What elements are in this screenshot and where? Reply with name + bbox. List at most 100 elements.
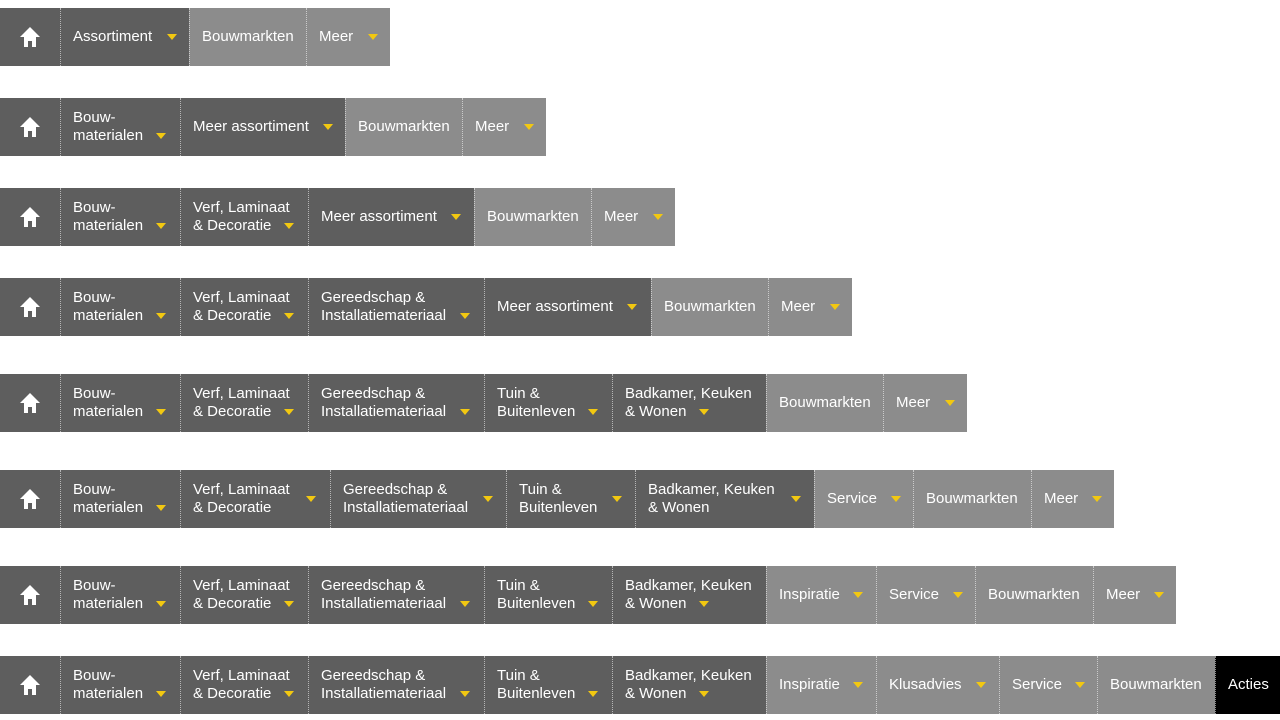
- nav-item-label: Tuin &Buitenleven: [485, 577, 575, 613]
- nav-item-service[interactable]: Service: [876, 566, 975, 624]
- nav-item-label: Verf, Laminaat& Decoratie: [181, 385, 290, 421]
- nav-item-verf-laminaat[interactable]: Verf, Laminaat& Decoratie: [180, 566, 308, 624]
- nav-item-bouwmarkten[interactable]: Bouwmarkten: [651, 278, 768, 336]
- nav-item-meer-assortiment[interactable]: Meer assortiment: [484, 278, 651, 336]
- label-line-2: & Decoratie: [193, 685, 272, 702]
- nav-item-verf-laminaat[interactable]: Verf, Laminaat& Decoratie: [180, 278, 308, 336]
- label-line-2: Buitenleven: [497, 403, 576, 420]
- chevron-down-icon: [483, 496, 493, 502]
- home-icon: [20, 393, 40, 413]
- nav-item-label: Gereedschap &Installatiemateriaal: [309, 385, 446, 421]
- home-button[interactable]: [0, 470, 60, 528]
- nav-item-bouwmarkten[interactable]: Bouwmarkten: [474, 188, 591, 246]
- nav-item-bouwmaterialen[interactable]: Bouw-materialen: [60, 656, 180, 714]
- nav-item-verf-laminaat[interactable]: Verf, Laminaat& Decoratie: [180, 656, 308, 714]
- nav-item-label: Badkamer, Keuken& Wonen: [613, 667, 752, 703]
- label-line-1: Verf, Laminaat: [193, 199, 290, 216]
- nav-item-bouwmaterialen[interactable]: Bouw-materialen: [60, 374, 180, 432]
- nav-item-bouwmarkten[interactable]: Bouwmarkten: [975, 566, 1093, 624]
- home-button[interactable]: [0, 374, 60, 432]
- nav-item-bouwmaterialen[interactable]: Bouw-materialen: [60, 98, 180, 156]
- nav-item-meer[interactable]: Meer: [883, 374, 967, 432]
- nav-item-verf-laminaat[interactable]: Verf, Laminaat& Decoratie: [180, 188, 308, 246]
- home-button[interactable]: [0, 188, 60, 246]
- label-line-1: Badkamer, Keuken: [625, 385, 752, 402]
- chevron-down-icon: [588, 601, 598, 607]
- nav-item-meer[interactable]: Meer: [306, 8, 390, 66]
- nav-item-badkamer[interactable]: Badkamer, Keuken& Wonen: [635, 470, 814, 528]
- nav-item-gereedschap[interactable]: Gereedschap &Installatiemateriaal: [308, 374, 484, 432]
- nav-item-verf-laminaat[interactable]: Verf, Laminaat& Decoratie: [180, 470, 330, 528]
- nav-item-inspiratie[interactable]: Inspiratie: [766, 566, 876, 624]
- nav-item-service[interactable]: Service: [999, 656, 1097, 714]
- nav-item-tuin[interactable]: Tuin &Buitenleven: [506, 470, 635, 528]
- nav-item-meer[interactable]: Meer: [1031, 470, 1114, 528]
- nav-item-bouwmarkten[interactable]: Bouwmarkten: [1097, 656, 1215, 714]
- nav-item-gereedschap[interactable]: Gereedschap &Installatiemateriaal: [308, 656, 484, 714]
- nav-item-badkamer[interactable]: Badkamer, Keuken& Wonen: [612, 374, 766, 432]
- nav-item-bouwmarkten[interactable]: Bouwmarkten: [189, 8, 306, 66]
- label-line-2: Installatiemateriaal: [343, 499, 469, 516]
- chevron-down-icon: [460, 409, 470, 415]
- nav-item-badkamer[interactable]: Badkamer, Keuken& Wonen: [612, 566, 766, 624]
- label-line-1: Gereedschap &: [321, 289, 426, 306]
- nav-item-service[interactable]: Service: [814, 470, 913, 528]
- nav-item-label: Meer assortiment: [321, 208, 437, 225]
- nav-item-label: Badkamer, Keuken& Wonen: [613, 577, 752, 613]
- nav-item-bouwmarkten[interactable]: Bouwmarkten: [345, 98, 462, 156]
- nav-item-tuin[interactable]: Tuin &Buitenleven: [484, 656, 612, 714]
- nav-item-label: Badkamer, Keuken& Wonen: [636, 481, 775, 517]
- nav-item-gereedschap[interactable]: Gereedschap &Installatiemateriaal: [308, 566, 484, 624]
- label-line-1: Verf, Laminaat: [193, 385, 290, 402]
- nav-item-label: Bouwmarkten: [1110, 676, 1202, 693]
- chevron-down-icon: [156, 691, 166, 697]
- label-line-2: & Decoratie: [193, 217, 272, 234]
- nav-item-acties[interactable]: Acties: [1215, 656, 1280, 714]
- label-line-2: Buitenleven: [497, 685, 576, 702]
- nav-item-meer[interactable]: Meer: [768, 278, 852, 336]
- nav-item-bouwmaterialen[interactable]: Bouw-materialen: [60, 566, 180, 624]
- nav-item-label: Meer: [781, 298, 816, 315]
- home-icon: [20, 489, 40, 509]
- nav-item-meer-assortiment[interactable]: Meer assortiment: [308, 188, 474, 246]
- nav-item-bouwmaterialen[interactable]: Bouw-materialen: [60, 278, 180, 336]
- chevron-down-icon: [853, 592, 863, 598]
- nav-item-label: Bouw-materialen: [61, 667, 143, 703]
- nav-bar-variant-8: Bouw-materialen Verf, Laminaat& Decorati…: [0, 656, 1280, 714]
- nav-item-bouwmarkten[interactable]: Bouwmarkten: [766, 374, 883, 432]
- label-line-2: & Decoratie: [193, 595, 272, 612]
- chevron-down-icon: [945, 400, 955, 406]
- nav-item-gereedschap[interactable]: Gereedschap &Installatiemateriaal: [330, 470, 506, 528]
- label-line-2: materialen: [73, 403, 144, 420]
- nav-item-tuin[interactable]: Tuin &Buitenleven: [484, 374, 612, 432]
- nav-item-meer-assortiment[interactable]: Meer assortiment: [180, 98, 345, 156]
- home-button[interactable]: [0, 98, 60, 156]
- nav-item-assortiment[interactable]: Assortiment: [60, 8, 189, 66]
- nav-item-label: Verf, Laminaat& Decoratie: [181, 667, 290, 703]
- nav-item-bouwmaterialen[interactable]: Bouw-materialen: [60, 470, 180, 528]
- label-line-2: materialen: [73, 685, 144, 702]
- nav-item-verf-laminaat[interactable]: Verf, Laminaat& Decoratie: [180, 374, 308, 432]
- nav-item-bouwmarkten[interactable]: Bouwmarkten: [913, 470, 1031, 528]
- nav-item-label: Badkamer, Keuken& Wonen: [613, 385, 752, 421]
- label-line-1: Tuin &: [519, 481, 562, 498]
- nav-item-bouwmaterialen[interactable]: Bouw-materialen: [60, 188, 180, 246]
- chevron-down-icon: [284, 313, 294, 319]
- home-button[interactable]: [0, 566, 60, 624]
- home-icon: [20, 207, 40, 227]
- nav-item-label: Meer: [1044, 490, 1079, 507]
- home-icon: [20, 297, 40, 317]
- nav-item-label: Bouw-materialen: [61, 109, 143, 145]
- nav-item-gereedschap[interactable]: Gereedschap &Installatiemateriaal: [308, 278, 484, 336]
- nav-item-meer[interactable]: Meer: [1093, 566, 1176, 624]
- nav-item-meer[interactable]: Meer: [462, 98, 546, 156]
- home-button[interactable]: [0, 656, 60, 714]
- home-button[interactable]: [0, 278, 60, 336]
- label-line-1: Bouw-: [73, 385, 116, 402]
- nav-item-meer[interactable]: Meer: [591, 188, 675, 246]
- nav-item-inspiratie[interactable]: Inspiratie: [766, 656, 876, 714]
- nav-item-tuin[interactable]: Tuin &Buitenleven: [484, 566, 612, 624]
- nav-item-badkamer[interactable]: Badkamer, Keuken& Wonen: [612, 656, 766, 714]
- home-button[interactable]: [0, 8, 60, 66]
- nav-item-klusadvies[interactable]: Klusadvies: [876, 656, 999, 714]
